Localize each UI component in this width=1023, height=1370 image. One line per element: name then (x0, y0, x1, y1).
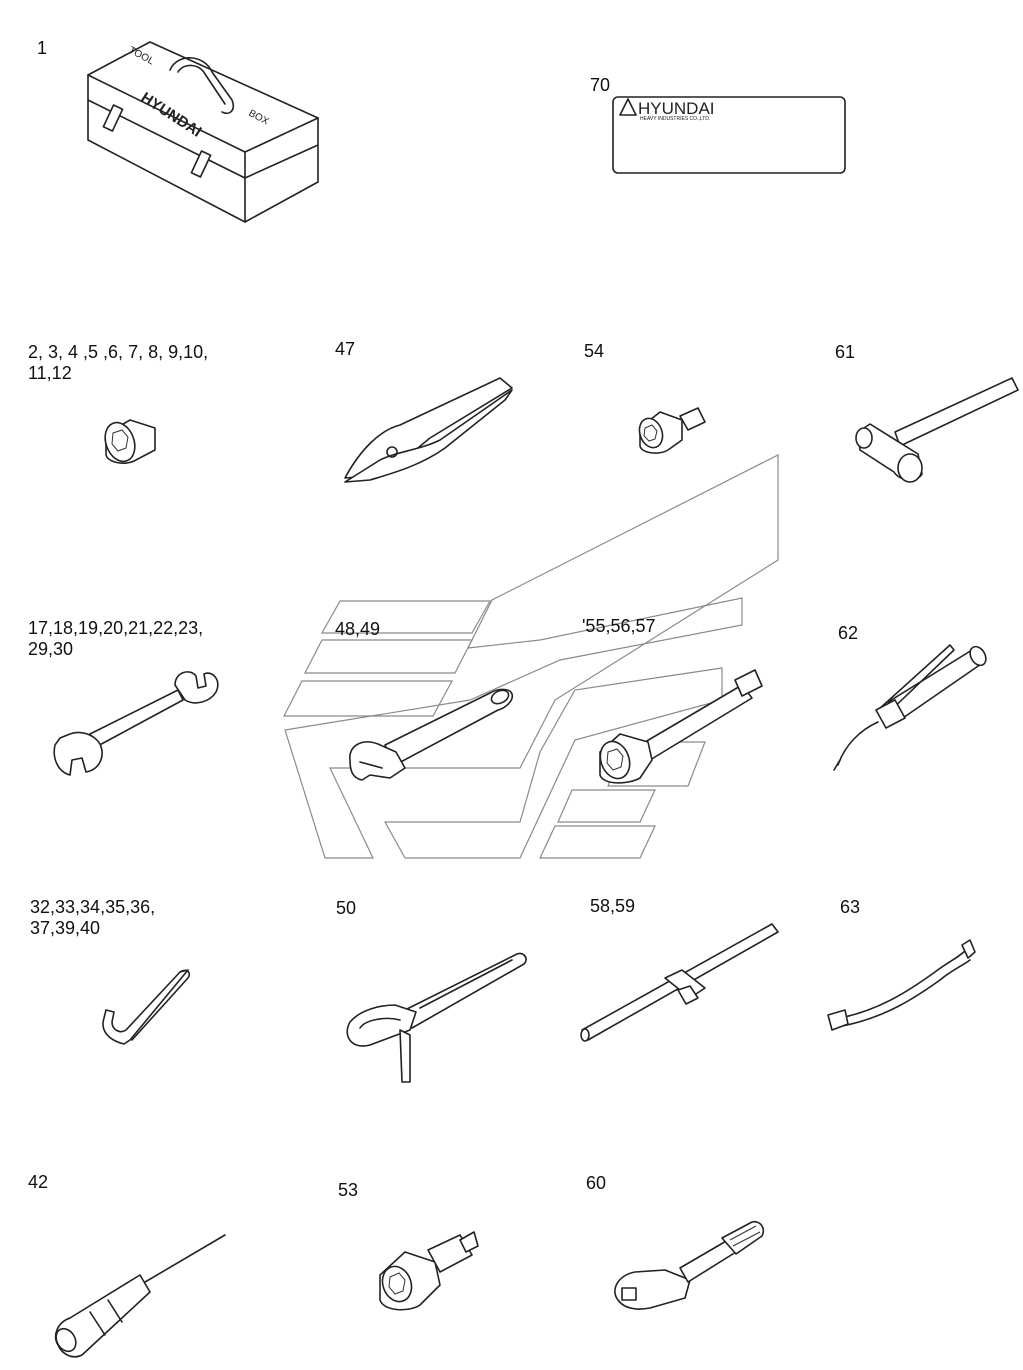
part-label-adjustable-wrench: 48,49 (335, 619, 381, 639)
filter-wrench-drawing (346, 952, 527, 1083)
t-handle-drawing (580, 923, 779, 1042)
part-label-grease-gun: 62 (838, 623, 859, 643)
adjustable-wrench-drawing (349, 688, 514, 781)
socket-drawing (104, 419, 156, 464)
part-label-hammer: 61 (835, 342, 856, 362)
part-label-screwdriver: 42 (28, 1172, 49, 1192)
toolbox-drawing: HYUNDAI TOOL BOX (87, 41, 319, 223)
part-label-grease-hose: 63 (840, 897, 861, 917)
hammer-drawing (855, 377, 1019, 483)
part-label-nameplate: 70 (590, 75, 611, 95)
part-label-filter-wrench: 50 (336, 898, 357, 918)
grease-gun-drawing (833, 644, 987, 771)
pliers-drawing (344, 377, 513, 483)
nameplate-drawing: HYUNDAI HEAVY INDUSTRIES CO.,LTD. (612, 96, 846, 174)
grease-hose-drawing (827, 939, 976, 1031)
part-label-toolbox: 1 (37, 38, 48, 58)
adapter-drawing (638, 407, 706, 454)
part-label-ratchet: 60 (586, 1173, 607, 1193)
hex-key-drawing (102, 969, 191, 1045)
nameplate-sub-text: HEAVY INDUSTRIES CO.,LTD. (640, 116, 710, 122)
screwdriver-drawing (54, 1234, 226, 1358)
part-label-spanner: 17,18,19,20,21,22,23, 29,30 (28, 618, 204, 659)
extension-bar-drawing (599, 669, 763, 784)
part-label-extension-bar: '55,56,57 (582, 616, 656, 636)
nameplate-brand-text: HYUNDAI (638, 99, 715, 118)
ratchet-drawing (614, 1220, 765, 1310)
part-label-adapter: 54 (584, 341, 605, 361)
spanner-drawing (53, 671, 219, 776)
watermark-logo (283, 454, 779, 859)
part-label-universal-joint: 53 (338, 1180, 359, 1200)
universal-joint-drawing (379, 1231, 479, 1311)
part-label-pliers: 47 (335, 339, 356, 359)
part-label-hex-key: 32,33,34,35,36, 37,39,40 (30, 897, 156, 938)
part-label-t-handle: 58,59 (590, 896, 636, 916)
part-label-socket: 2, 3, 4 ,5 ,6, 7, 8, 9,10, 11,12 (28, 342, 209, 383)
